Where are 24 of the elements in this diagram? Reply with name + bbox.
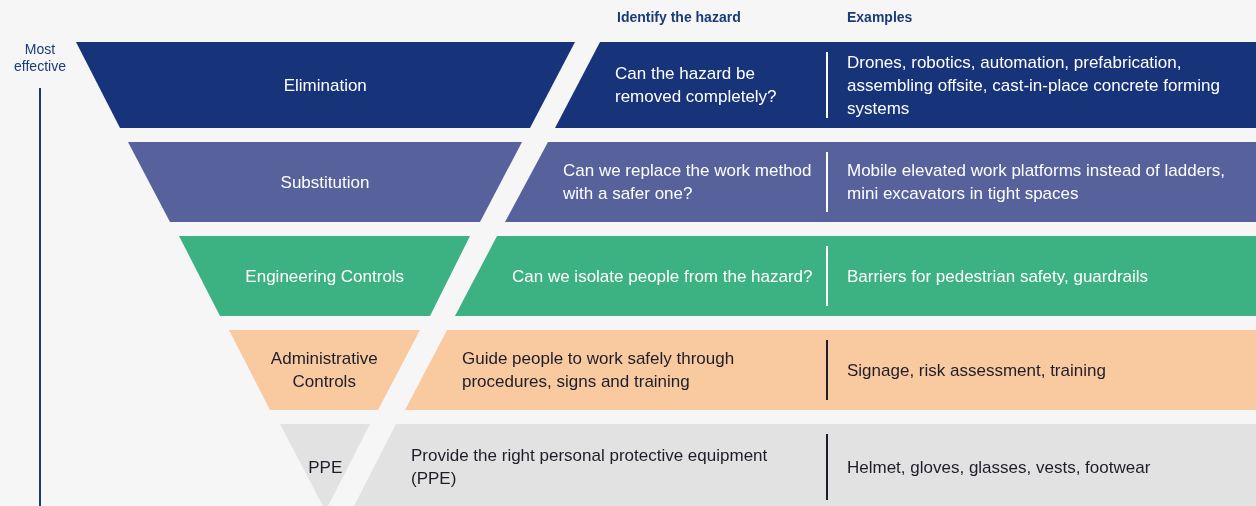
hierarchy-tier	[179, 236, 470, 316]
control-band	[555, 42, 1256, 128]
example-text: Mobile elevated work platforms instead of ladders, mini excavators in tight spaces	[847, 160, 1226, 205]
tier-label: PPE	[307, 456, 344, 479]
scale-label: Most effective	[13, 41, 67, 75]
hierarchy-tier	[76, 42, 575, 128]
tier-label: Engineering Controls	[244, 265, 406, 288]
column-header: Identify the hazard	[617, 9, 741, 25]
example-text: Barriers for pedestrian safety, guardrails	[847, 265, 1150, 288]
tier-label: Administrative Controls	[269, 348, 379, 393]
hazard-question: Guide people to work safely through procedures, signs and training	[462, 348, 736, 393]
hazard-question: Provide the right personal protective equipment (PPE)	[411, 445, 769, 490]
column-header: Examples	[847, 9, 913, 25]
control-band	[505, 142, 1256, 222]
tier-label: Substitution	[279, 171, 371, 194]
hazard-question: Can we replace the work method with a safer one?	[563, 160, 813, 205]
example-text: Drones, robotics, automation, prefabrication, assembling offsite, cast-in-place concrete forming systems	[847, 51, 1221, 120]
hierarchy-tier	[128, 142, 522, 222]
tier-label: Elimination	[282, 74, 368, 97]
hierarchy-tier	[229, 330, 420, 410]
hazard-question: Can the hazard be removed completely?	[615, 63, 778, 108]
hazard-question: Can we isolate people from the hazard?	[512, 265, 814, 288]
example-text: Signage, risk assessment, training	[847, 359, 1107, 382]
example-text: Helmet, gloves, glasses, vests, footwear	[847, 456, 1152, 479]
